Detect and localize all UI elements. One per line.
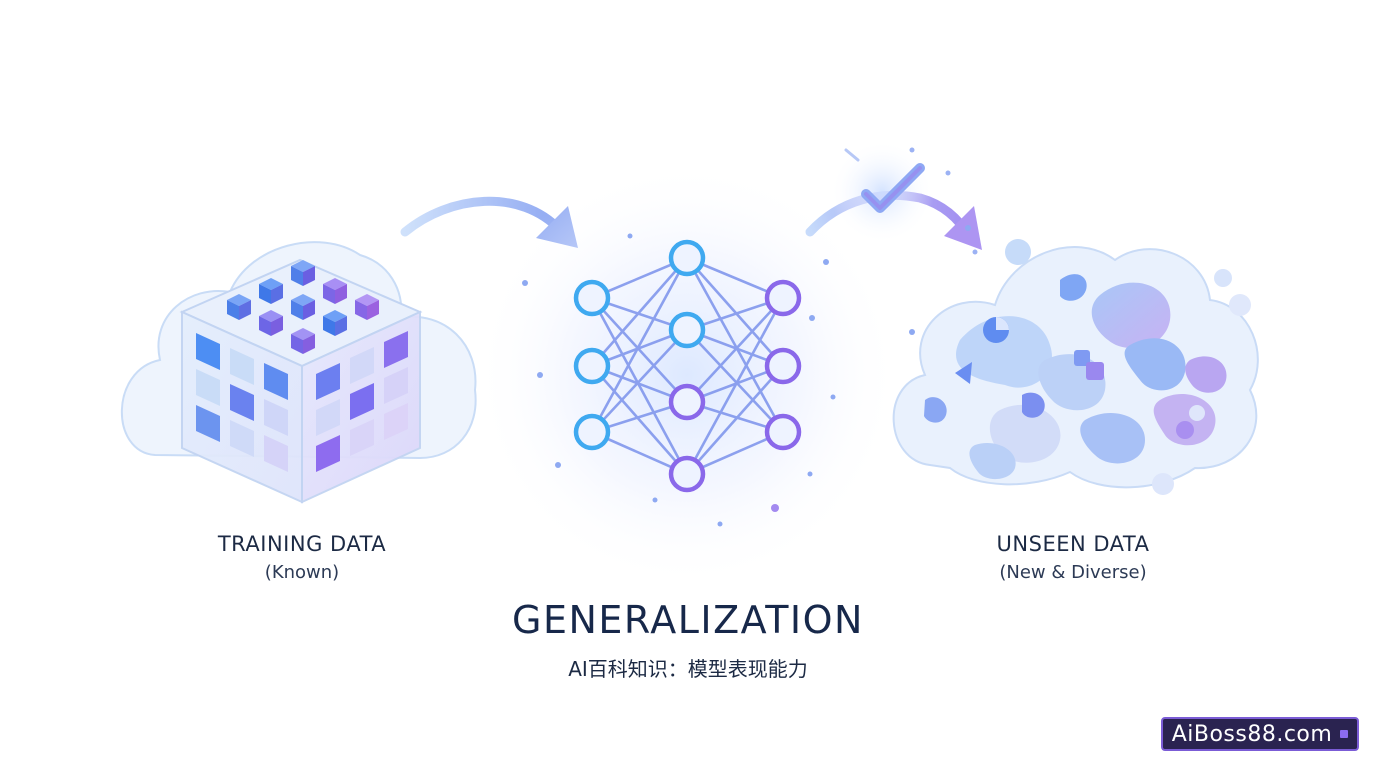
- network-node: [668, 239, 706, 277]
- watermark-badge: AiBoss88.com: [1161, 717, 1359, 751]
- network-edge: [590, 257, 689, 433]
- pie-icon: [983, 317, 1009, 343]
- network-edge: [591, 329, 688, 433]
- training-data-illustration: [120, 241, 477, 504]
- network-edge: [685, 257, 785, 433]
- squares-icon: [1074, 350, 1104, 380]
- sparkle-dots: [522, 233, 836, 527]
- unseen-data-title: UNSEEN DATA: [996, 532, 1150, 556]
- training-data-title: TRAINING DATA: [217, 532, 387, 556]
- cube-front-tiles: [196, 333, 288, 472]
- network-edge: [686, 365, 784, 475]
- main-title: GENERALIZATION: [512, 598, 864, 642]
- network-node: [668, 311, 706, 349]
- network-node: [573, 413, 611, 451]
- cube-top-blocks: [227, 260, 379, 354]
- cube-side-tiles: [316, 331, 408, 472]
- network-node: [764, 347, 802, 385]
- training-data-caption: TRAINING DATA (Known): [142, 532, 462, 583]
- unseen-data-subtitle: (New & Diverse): [999, 562, 1147, 583]
- triangle-icon: [955, 362, 972, 384]
- network-node: [668, 383, 706, 421]
- network-edge: [591, 297, 688, 403]
- network-node: [764, 413, 802, 451]
- watermark-text: AiBoss88.com: [1171, 721, 1333, 747]
- network-edge: [590, 297, 689, 475]
- data-blobs: [909, 225, 1251, 495]
- network-node: [573, 347, 611, 385]
- network-edge: [685, 297, 785, 475]
- network-edge: [686, 257, 784, 367]
- network-edge: [686, 329, 784, 433]
- network-edge: [686, 297, 784, 403]
- network-edge: [591, 365, 688, 475]
- unseen-data-caption: UNSEEN DATA (New & Diverse): [913, 532, 1233, 583]
- check-icon: [830, 140, 951, 244]
- data-blob-cloud-icon: [892, 225, 1259, 495]
- watermark-dot: [1340, 730, 1349, 738]
- training-data-subtitle: (Known): [264, 562, 340, 583]
- network-node: [668, 455, 706, 493]
- main-subtitle: AI百科知识：模型表现能力: [568, 657, 808, 681]
- network-node: [573, 279, 611, 317]
- network-edge: [591, 257, 688, 367]
- network-node: [764, 279, 802, 317]
- neural-network-icon: [472, 160, 902, 590]
